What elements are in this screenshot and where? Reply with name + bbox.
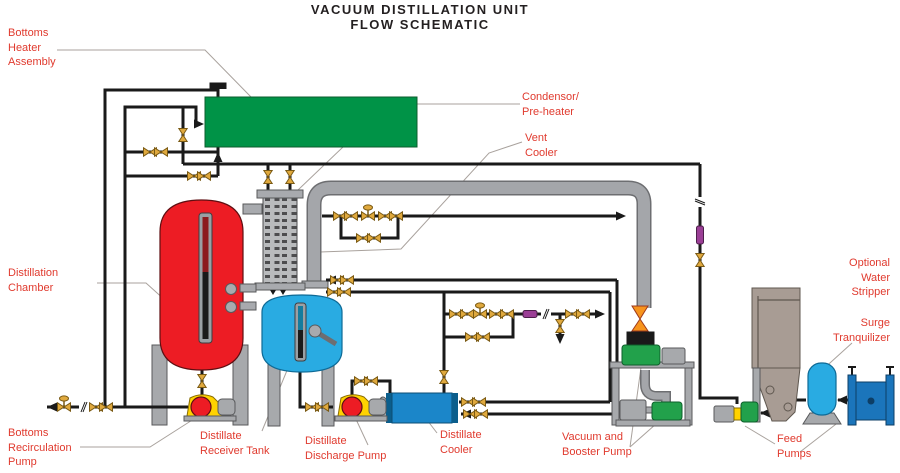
- label-condensor-preheater: Condensor/ Pre-heater: [522, 91, 579, 118]
- label-surge-tranquilizer: Surge Tranquilizer: [832, 317, 890, 344]
- distillate-discharge-pump-icon: [334, 394, 388, 422]
- label-bottoms-heater-assembly: Bottoms Heater Assembly: [8, 27, 56, 69]
- label-distillation-chamber: Distillation Chamber: [8, 267, 59, 294]
- title-line-1: VACUUM DISTILLATION UNIT: [310, 2, 530, 17]
- label-feed-pumps: Feed Pumps: [777, 433, 812, 460]
- bottoms-recirculation-pump-icon: [183, 394, 237, 422]
- label-optional-water-stripper: Optional Water Stripper: [849, 257, 890, 299]
- leader-lines: [57, 49, 853, 453]
- bottoms-heater-assembly: [204, 96, 418, 148]
- feed-pump-blue-icon: [847, 366, 895, 426]
- feed-pump-green-icon: [713, 401, 759, 423]
- label-vent-cooler: Vent Cooler: [525, 132, 558, 159]
- optional-water-stripper-tank: [751, 287, 801, 423]
- vacuum-booster-pump-assembly: [609, 344, 695, 427]
- label-distillate-discharge-pump: Distillate Discharge Pump: [305, 435, 387, 462]
- title-line-2: FLOW SCHEMATIC: [350, 16, 490, 32]
- condensor-preheater-column: [254, 189, 306, 295]
- diagram-title: VACUUM DISTILLATION UNIT FLOW SCHEMATIC: [0, 2, 840, 33]
- label-vacuum-booster-pump: Vacuum and Booster Pump: [562, 431, 632, 458]
- label-bottoms-recirculation-pump: Bottoms Recirculation Pump: [8, 427, 72, 469]
- distillate-cooler-shell: [377, 392, 458, 424]
- inline-device-icons: [522, 225, 704, 318]
- distillation-chamber-vessel: [159, 199, 263, 371]
- vent-cooler-pipe: [301, 180, 652, 308]
- label-distillate-receiver-tank: Distillate Receiver Tank: [200, 430, 270, 457]
- label-distillate-cooler: Distillate Cooler: [440, 429, 482, 456]
- vent-line-valve-icon: [631, 305, 649, 332]
- distillate-receiver-tank-vessel: [261, 294, 343, 373]
- surge-tranquilizer-vessel: [802, 362, 842, 425]
